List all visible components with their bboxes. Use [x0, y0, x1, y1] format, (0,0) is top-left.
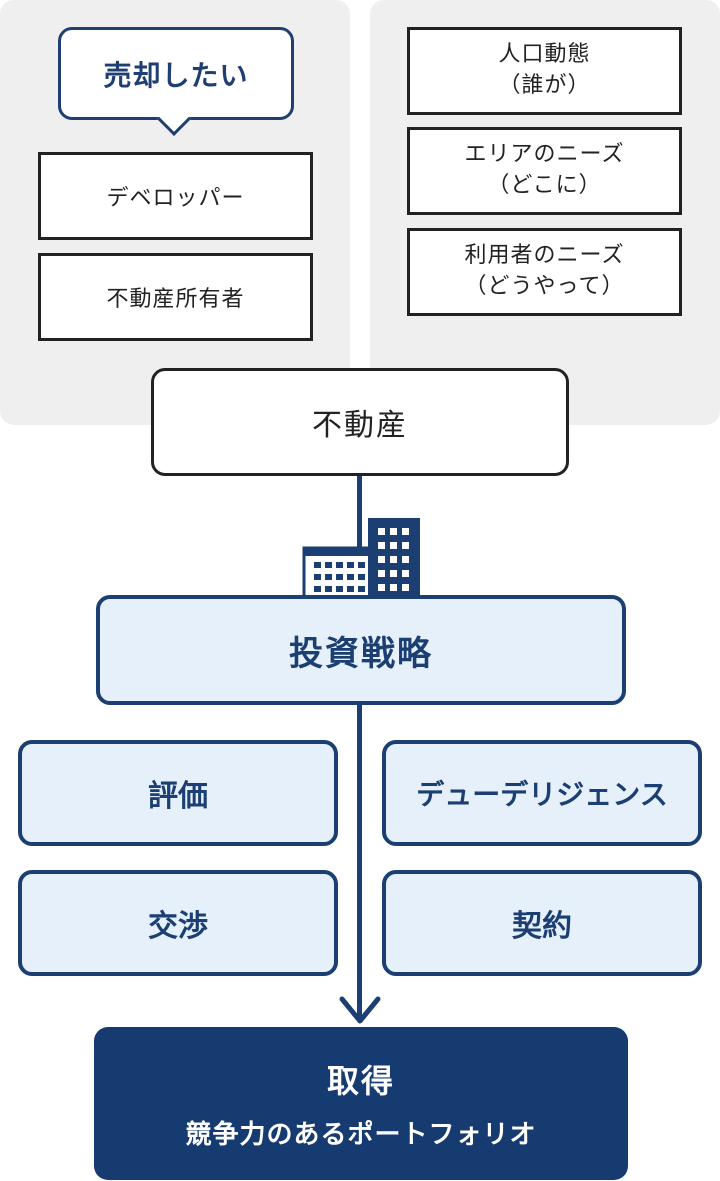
sell-bubble-label: 売却したい [103, 58, 249, 92]
real-estate-box: 不動産 [151, 368, 569, 476]
contract-box: 契約 [382, 870, 702, 976]
demographics-label: 人口動態 [498, 42, 591, 68]
area-needs-sub: （どこに） [487, 173, 602, 198]
acquisition-title: 取得 [326, 1062, 395, 1100]
user-needs-sub: （どうやって） [464, 274, 625, 299]
negotiation-box: 交渉 [18, 870, 338, 976]
investment-strategy-box: 投資戦略 [96, 595, 626, 705]
flow-line [357, 470, 362, 1020]
negotiation-label: 交渉 [148, 909, 208, 944]
developer-box: デベロッパー [38, 152, 313, 240]
due-diligence-box: デューデリジェンス [382, 740, 702, 846]
acquisition-box: 取得 競争力のあるポートフォリオ [94, 1027, 628, 1180]
due-diligence-label: デューデリジェンス [416, 778, 668, 811]
valuation-label: 評価 [148, 779, 208, 814]
area-needs-label: エリアのニーズ [464, 142, 625, 168]
area-needs-box: エリアのニーズ （どこに） [407, 127, 682, 215]
user-needs-label: 利用者のニーズ [464, 243, 625, 269]
arrow-down-icon [339, 996, 381, 1024]
valuation-box: 評価 [18, 740, 338, 846]
property-owner-box: 不動産所有者 [38, 253, 313, 341]
developer-label: デベロッパー [106, 186, 245, 211]
user-needs-box: 利用者のニーズ （どうやって） [407, 228, 682, 316]
real-estate-label: 不動産 [312, 408, 408, 443]
investment-strategy-label: 投資戦略 [289, 633, 433, 674]
demographics-box: 人口動態 （誰が） [407, 27, 682, 115]
property-owner-label: 不動産所有者 [106, 287, 245, 312]
contract-label: 契約 [512, 909, 572, 944]
acquisition-subtitle: 競争力のあるポートフォリオ [185, 1120, 537, 1150]
demographics-sub: （誰が） [498, 73, 591, 98]
